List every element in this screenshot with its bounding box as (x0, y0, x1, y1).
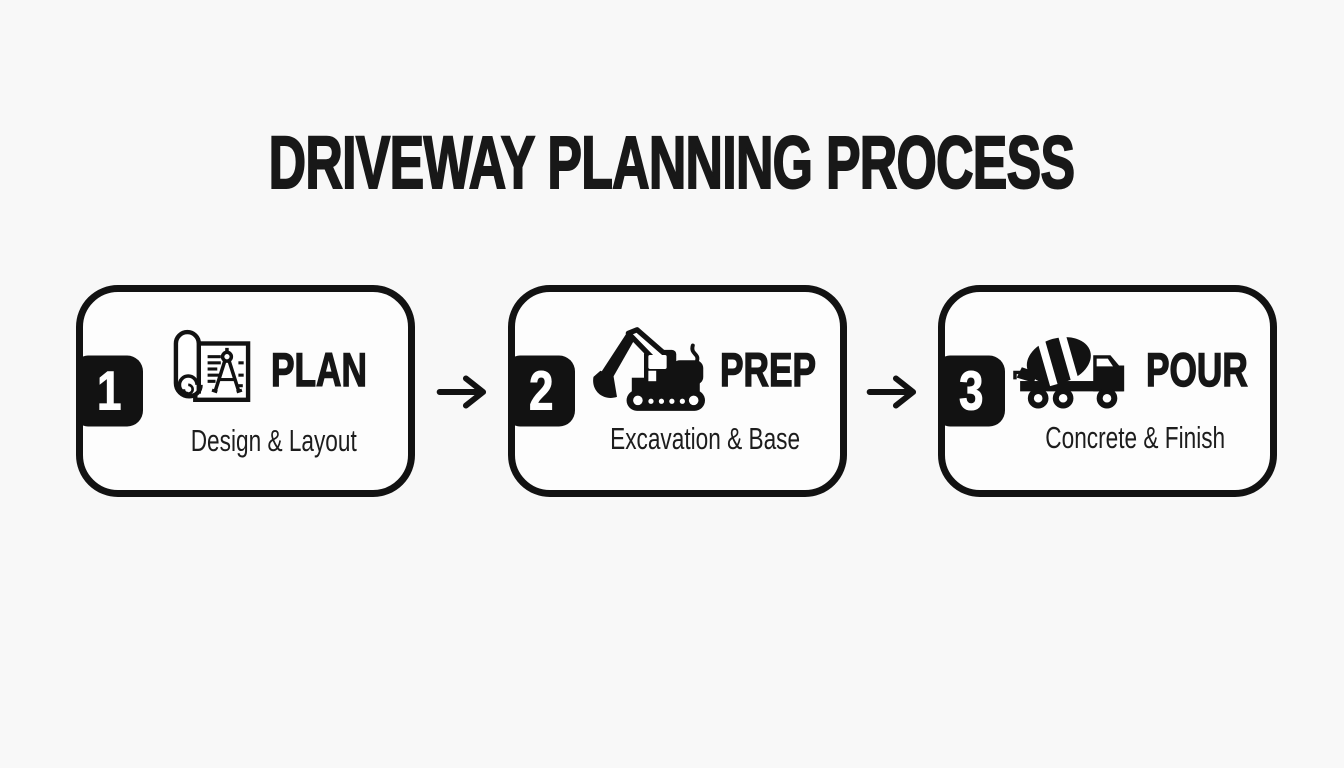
step-card-content: PREP Excavation & Base (515, 292, 840, 490)
page-title-text: DRIVEWAY PLANNING PROCESS (268, 121, 1076, 204)
arrow-right-icon (436, 375, 487, 409)
excavator-icon (593, 327, 705, 412)
step-number: 3 (959, 359, 984, 422)
step-number: 1 (97, 359, 122, 422)
step-card-plan: 1 (76, 285, 415, 497)
step-1-number-badge: 1 (76, 355, 143, 427)
step-number: 2 (529, 359, 554, 422)
arrow-right-icon (866, 375, 917, 409)
step-card-prep: 2 (508, 285, 847, 497)
page-title: DRIVEWAY PLANNING PROCESS (0, 121, 1344, 204)
step-card-content: POUR Concrete & Finish (945, 292, 1270, 490)
blueprint-compass-icon (173, 330, 251, 403)
step-card-content: PLAN Design & Layout (83, 292, 408, 490)
step-sublabel: Excavation & Base (610, 421, 801, 457)
step-card-pour: 3 (938, 285, 1277, 497)
icon-label-row: POUR (1009, 326, 1262, 412)
step-3-number-badge: 3 (938, 355, 1005, 427)
step-label: PLAN (270, 342, 367, 396)
icon-label-row: PREP (583, 325, 828, 413)
icon-label-row: PLAN (168, 323, 379, 415)
step-label: POUR (1146, 342, 1249, 396)
step-sublabel: Design & Layout (190, 423, 357, 459)
concrete-mixer-truck-icon (1013, 335, 1125, 410)
step-label: PREP (719, 342, 816, 396)
step-2-number-badge: 2 (508, 355, 575, 427)
step-sublabel: Concrete & Finish (1045, 420, 1226, 456)
